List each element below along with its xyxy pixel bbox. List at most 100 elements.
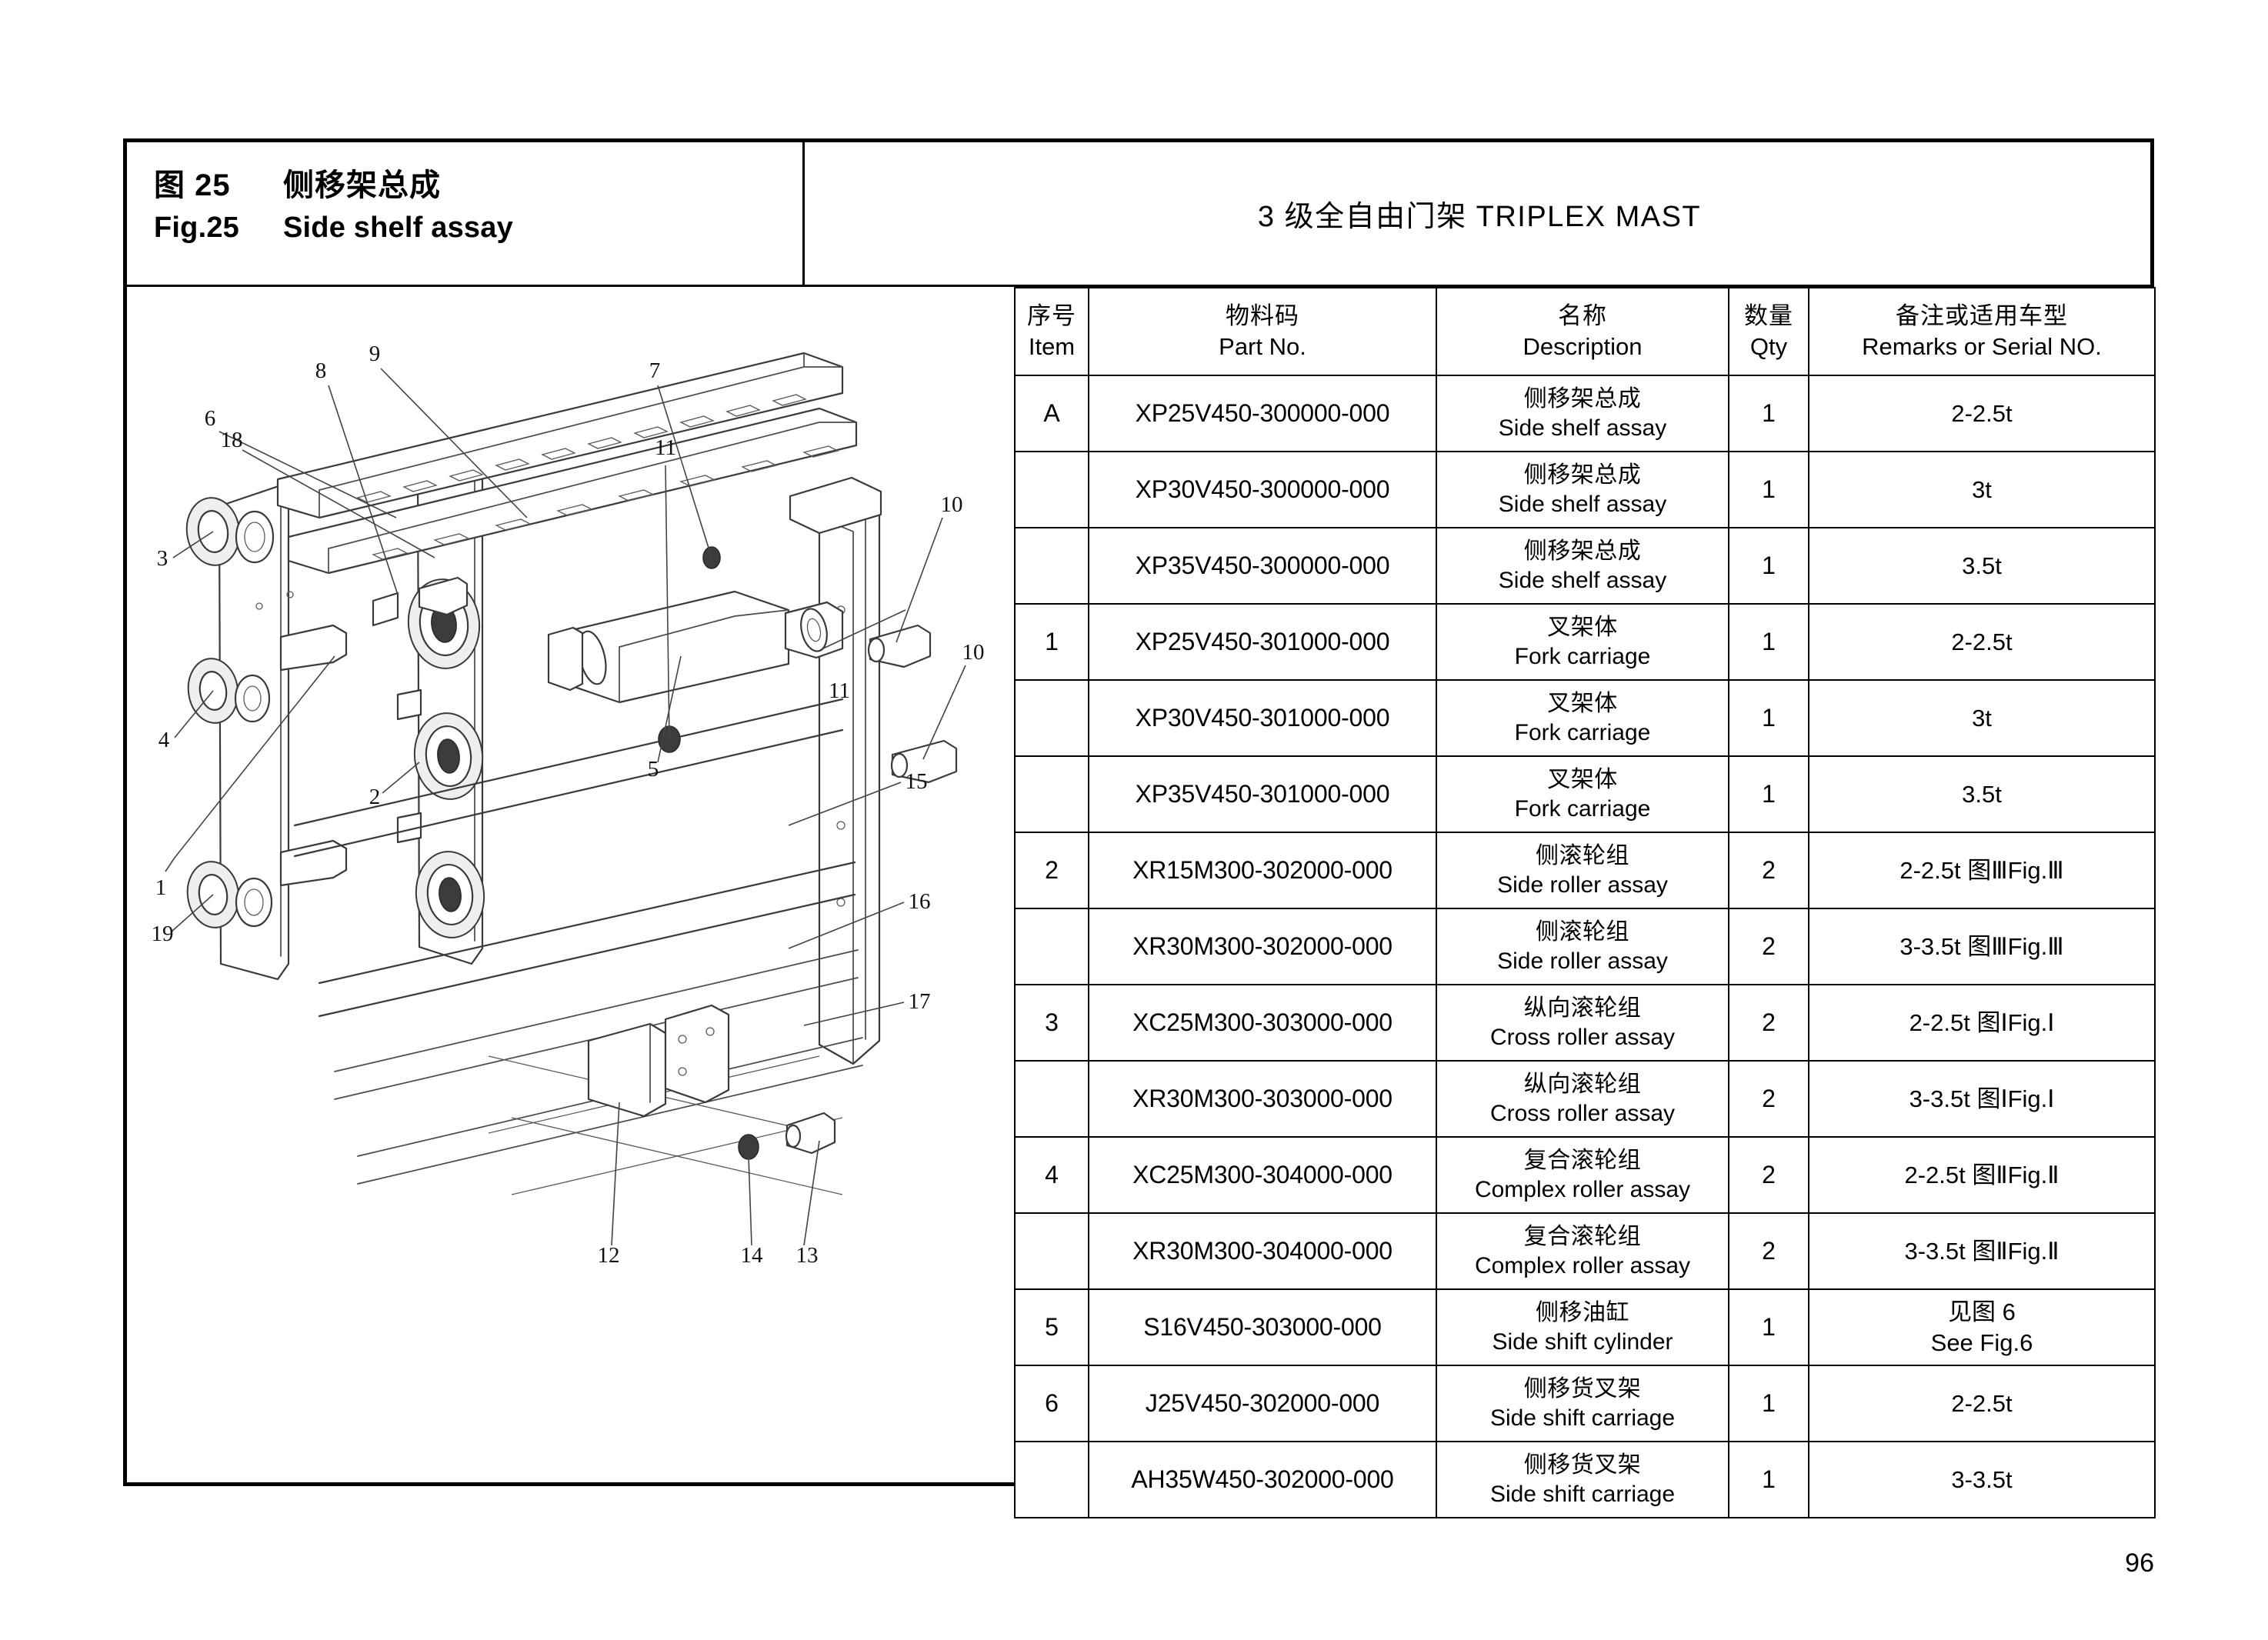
header-qty-cn: 数量 — [1744, 302, 1793, 329]
remarks-line-1: 3-3.5t — [1951, 1465, 2013, 1493]
remarks-line-1: 2-2.5t — [1951, 1389, 2013, 1417]
figure-number-english: Fig.25 — [154, 211, 240, 244]
cell-remarks: 3-3.5t 图ⅢFig.Ⅲ — [1808, 908, 2156, 985]
callout-18: 18 — [221, 428, 243, 452]
description-en: Side shelf assay — [1498, 567, 1667, 593]
remarks-line-2: Fig.Ⅱ — [2007, 1237, 2060, 1265]
callout-13: 13 — [796, 1243, 819, 1268]
cell-item: 6 — [1014, 1365, 1089, 1442]
callout-6: 6 — [205, 406, 216, 431]
mast-header-label: 3 级全自由门架 TRIPLEX MAST — [1257, 201, 1702, 233]
callout-11-lower: 11 — [829, 678, 850, 703]
cell-qty: 1 — [1728, 1288, 1809, 1366]
cell-remarks: 2-2.5t — [1808, 375, 2156, 452]
cell-item: 2 — [1014, 832, 1089, 909]
callout-11: 11 — [655, 435, 676, 460]
description-cn: 侧滚轮组 — [1536, 918, 1629, 945]
cell-part-no: XR30M300-303000-000 — [1088, 1060, 1437, 1138]
callout-9: 9 — [369, 342, 381, 366]
callout-4: 4 — [158, 728, 170, 752]
cell-qty: 2 — [1728, 908, 1809, 985]
description-cn: 侧移架总成 — [1523, 538, 1642, 564]
cell-part-no: XP35V450-301000-000 — [1088, 755, 1437, 833]
remarks-line-1: 2-2.5t 图Ⅲ — [1899, 856, 2008, 884]
cell-part-no: XR15M300-302000-000 — [1088, 832, 1437, 909]
cell-item: 4 — [1014, 1136, 1089, 1214]
figure-name-chinese: 侧移架总成 — [283, 168, 441, 202]
remarks-line-2: Fig.Ⅰ — [2007, 1085, 2055, 1112]
cell-remarks: 3t — [1808, 451, 2156, 528]
cell-description: 侧滚轮组 Side roller assay — [1436, 908, 1729, 985]
remarks-line-1: 3t — [1972, 704, 1992, 732]
cell-item: A — [1014, 375, 1089, 452]
callout-8: 8 — [315, 358, 327, 383]
description-en: Side shift cylinder — [1492, 1328, 1673, 1355]
cell-qty: 2 — [1728, 1212, 1809, 1290]
parts-table: 序号 Item 物料码 Part No. 名称 Description — [1014, 287, 2156, 1518]
header-remarks: 备注或适用车型 Remarks or Serial NO. — [1808, 287, 2156, 376]
description-en: Side shelf assay — [1498, 415, 1667, 441]
exploded-assembly-drawing: .ln{fill:none;stroke:#3a3a3a;stroke-widt… — [127, 287, 1014, 1488]
remarks-line-1: 3t — [1972, 475, 1992, 503]
header-remarks-en: Remarks or Serial NO. — [1862, 333, 2102, 360]
description-en: Complex roller assay — [1474, 1252, 1691, 1278]
cell-part-no: XR30M300-304000-000 — [1088, 1212, 1437, 1290]
callout-17: 17 — [909, 989, 931, 1014]
remarks-line-1: 2-2.5t 图Ⅰ — [1909, 1008, 2008, 1036]
cell-qty: 2 — [1728, 1136, 1809, 1214]
figure-title-english: Fig.25 Side shelf assay — [154, 208, 802, 249]
cell-qty: 1 — [1728, 451, 1809, 528]
callout-5: 5 — [648, 757, 659, 782]
callout-19: 19 — [152, 922, 174, 946]
cell-remarks: 2-2.5t 图ⅢFig.Ⅲ — [1808, 832, 2156, 909]
header-qty-en: Qty — [1749, 333, 1788, 360]
description-en: Side shelf assay — [1498, 491, 1667, 517]
cell-part-no: XC25M300-304000-000 — [1088, 1136, 1437, 1214]
header-item: 序号 Item — [1014, 287, 1089, 376]
description-cn: 侧移架总成 — [1523, 462, 1642, 488]
cell-description: 侧移架总成 Side shelf assay — [1436, 451, 1729, 528]
figure-title-block: 图 25 侧移架总成 Fig.25 Side shelf assay — [127, 142, 805, 285]
remarks-line-2: See Fig.6 — [1930, 1328, 2033, 1356]
center-bracket — [587, 1004, 836, 1160]
description-cn: 侧移油缸 — [1536, 1299, 1629, 1325]
cell-item — [1014, 1441, 1089, 1518]
side-shelf-assembly-illustration: .ln{fill:none;stroke:#3a3a3a;stroke-widt… — [152, 342, 985, 1268]
cell-item — [1014, 679, 1089, 757]
remarks-line-1: 见图 6 — [1948, 1298, 2016, 1325]
cell-part-no: J25V450-302000-000 — [1088, 1365, 1437, 1442]
upper-pin-parts — [702, 546, 958, 784]
description-cn: 纵向滚轮组 — [1523, 1071, 1642, 1097]
remarks-line-1: 3-3.5t 图Ⅰ — [1909, 1085, 2008, 1112]
remarks-line-1: 3-3.5t 图Ⅲ — [1899, 932, 2008, 960]
cell-item — [1014, 908, 1089, 985]
cell-part-no: S16V450-303000-000 — [1088, 1288, 1437, 1366]
cell-qty: 1 — [1728, 1365, 1809, 1442]
cell-qty: 2 — [1728, 1060, 1809, 1138]
description-en: Cross roller assay — [1489, 1024, 1676, 1050]
description-en: Side roller assay — [1497, 948, 1668, 974]
cell-item — [1014, 451, 1089, 528]
callout-2: 2 — [369, 785, 381, 809]
cell-remarks: 2-2.5t — [1808, 1365, 2156, 1442]
cell-description: 侧移油缸 Side shift cylinder — [1436, 1288, 1729, 1366]
remarks-line-1: 3-3.5t 图Ⅱ — [1904, 1237, 2008, 1265]
description-en: Side shift carriage — [1489, 1481, 1676, 1507]
upper-rail-beam — [276, 352, 858, 575]
description-cn: 叉架体 — [1547, 614, 1618, 640]
description-en: Fork carriage — [1514, 795, 1651, 822]
callout-15: 15 — [906, 769, 928, 794]
callout-10-right: 10 — [962, 640, 985, 665]
